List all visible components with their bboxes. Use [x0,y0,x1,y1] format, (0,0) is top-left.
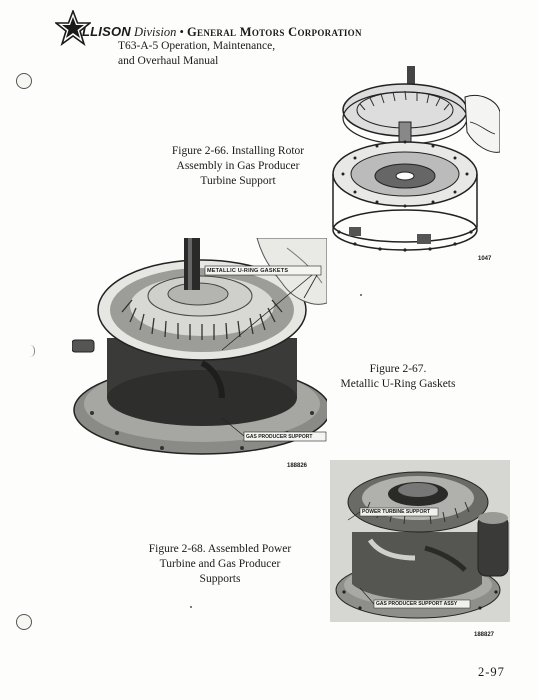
caption-line: Supports [199,573,241,585]
header-title: LLISON Division • General Motors Corpora… [82,24,362,40]
binder-hole-bottom [16,614,32,630]
corporation-name: General Motors Corporation [187,25,362,39]
figure-2-68-caption: Figure 2-68. Assembled Power Turbine and… [130,542,310,587]
stray-mark [190,606,192,608]
caption-line: Figure 2-68. Assembled Power [148,543,292,555]
brand-name: LLISON [82,24,131,39]
figure-2-67-photo: METALLIC U-RING GASKETS GAS PRODUCER SUP… [72,238,327,458]
header-separator: • [179,25,184,39]
binder-hole-top [16,73,32,89]
callout-metallic-u-ring-gaskets: METALLIC U-RING GASKETS [207,268,289,274]
callout-gas-producer-support-assy: GAS PRODUCER SUPPORT ASSY [376,601,458,607]
caption-line: Figure 2-66. Installing Rotor [171,145,305,157]
callout-power-turbine-support: POWER TURBINE SUPPORT [362,509,431,515]
allison-star-logo [55,10,91,46]
manual-title-line1: T63-A-5 Operation, Maintenance, [118,40,276,52]
caption-line: Turbine and Gas Producer [159,558,281,570]
figure-2-67-caption: Figure 2-67. Metallic U-Ring Gaskets [318,362,478,392]
manual-title-line2: and Overhaul Manual [118,55,219,67]
page-number: 2-97 [478,665,505,679]
figure-2-66-caption: Figure 2-66. Installing Rotor Assembly i… [148,144,328,189]
figure-2-66-ref: 1047 [478,256,492,262]
figure-2-68-photo: POWER TURBINE SUPPORT GAS PRODUCER SUPPO… [330,460,510,622]
division-label: Division [134,25,177,39]
caption-line: Metallic U-Ring Gaskets [340,378,456,390]
caption-line: Turbine Support [200,175,276,187]
callout-gas-producer-support: GAS PRODUCER SUPPORT [246,434,313,440]
figure-2-67-ref: 188826 [287,463,308,469]
figure-2-68-ref: 188827 [474,632,495,638]
caption-line: Figure 2-67. [369,363,427,375]
binder-hole-mark [30,345,35,357]
stray-mark [360,294,362,296]
caption-line: Assembly in Gas Producer [176,160,300,172]
figure-2-66-photo [325,62,500,262]
